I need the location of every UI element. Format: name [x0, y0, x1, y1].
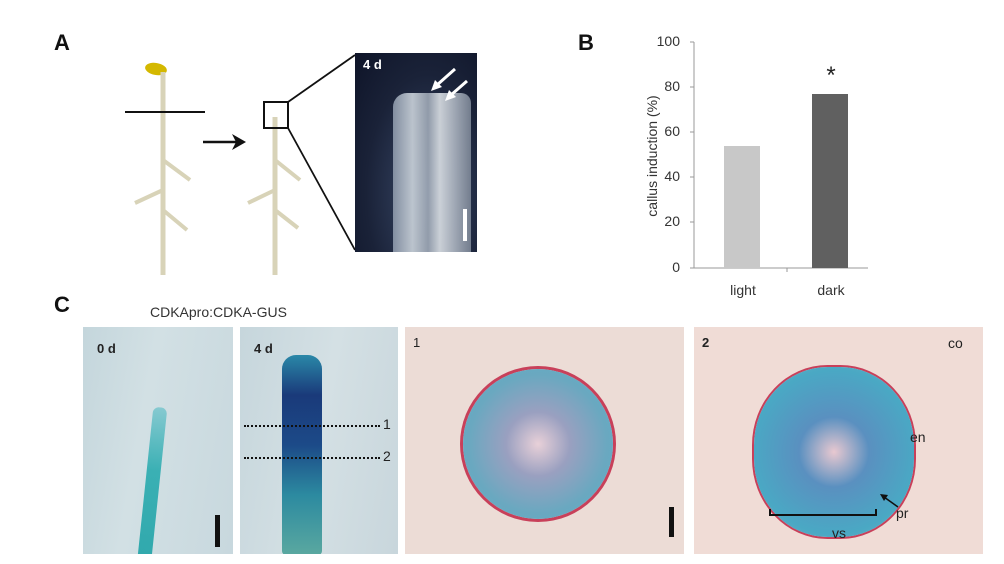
- root-explant: [393, 93, 471, 252]
- photo-time-label: 0 d: [97, 341, 116, 356]
- photo-time-label: 4 d: [254, 341, 273, 356]
- gus-stain-stele: [136, 406, 168, 554]
- callus-arrows-icon: [431, 67, 468, 241]
- y-tick: 20: [664, 213, 680, 229]
- y-tick: 80: [664, 78, 680, 94]
- y-tick: 60: [664, 123, 680, 139]
- cortex-label: co: [948, 335, 963, 351]
- photo-section-2: 2 co en pr vs: [694, 327, 983, 554]
- y-tick: 0: [672, 259, 680, 275]
- vascular-label: vs: [832, 525, 846, 541]
- inset-time-label: 4 d: [363, 57, 382, 72]
- y-tick: 40: [664, 168, 680, 184]
- panel-a-label: A: [54, 30, 70, 55]
- panel-c-label: C: [54, 292, 70, 317]
- section-line-1: [244, 425, 380, 427]
- stele-cross-section: [754, 367, 914, 537]
- bar-light: [724, 146, 760, 268]
- section-number-label: 1: [413, 335, 421, 350]
- gus-stain-callus: [282, 355, 322, 554]
- significance-asterisk: *: [826, 62, 836, 89]
- section-line-1-label: 1: [383, 416, 391, 432]
- y-tick: 100: [656, 33, 680, 49]
- construct-label: CDKApro:CDKA-GUS: [150, 304, 287, 320]
- section-line-2: [244, 457, 380, 459]
- bar-dark: [812, 94, 848, 268]
- x-tick-light: light: [730, 282, 756, 298]
- annotation-marks: [769, 494, 899, 516]
- photo-section-1: 1: [405, 327, 684, 554]
- stele-cross-section: [463, 369, 613, 519]
- scale-bar: [215, 515, 220, 547]
- section-line-2-label: 2: [383, 448, 391, 464]
- photo-0d: 0 d: [83, 327, 233, 554]
- panel-b-label: B: [578, 30, 594, 55]
- x-tick-dark: dark: [817, 282, 845, 298]
- section-number-label: 2: [702, 335, 710, 350]
- scale-bar: [669, 507, 674, 537]
- pericycle-label: pr: [896, 505, 909, 521]
- endodermis-label: en: [910, 429, 926, 445]
- photo-4d: 4 d 1 2: [240, 327, 398, 554]
- panel-a-inset-photo: 4 d: [355, 53, 477, 252]
